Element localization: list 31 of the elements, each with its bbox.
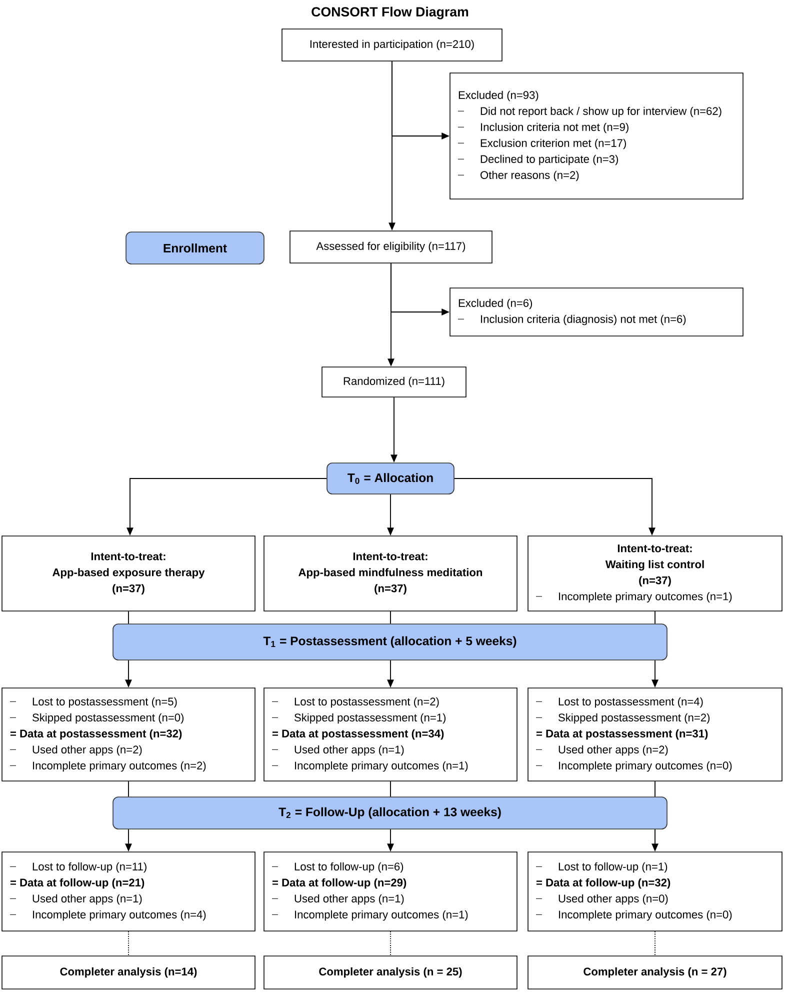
connector-line bbox=[128, 780, 129, 798]
flow-box: Lost to postassessment (n=2) Skipped postassessment (n=1) = Data at postassessment (n=34) Used other apps (n=1) Incomplete primary outcomes (n=1) bbox=[264, 688, 518, 782]
connector-line bbox=[128, 930, 129, 956]
connector-line bbox=[654, 930, 656, 956]
flow-box: Completer analysis (n=14) bbox=[2, 956, 256, 990]
flow-box: Lost to follow-up (n=6) = Data at follow-up (n=29) Used other apps (n=1) Incomplete primary outcomes (n=1) bbox=[264, 852, 518, 932]
flow-box: Assessed for eligibility (n=117) bbox=[290, 230, 492, 264]
flow-box: Randomized (n=111) bbox=[322, 366, 466, 398]
stage-banner: T$_{1}$ = Postassessment (allocation + 5 weeks) bbox=[112, 624, 668, 660]
flow-box: Intent-to-treat: App-based mindfulness meditation (n=37) bbox=[264, 536, 518, 612]
connector-line bbox=[390, 780, 391, 798]
flow-box: Lost to follow-up (n=1) = Data at follow-up (n=32) Used other apps (n=0) Incomplete primary outcomes (n=0) bbox=[528, 852, 782, 932]
flow-box: Lost to follow-up (n=11) = Data at follow-up (n=21) Used other apps (n=1) Incomplete primary outcomes (n=4) bbox=[2, 852, 256, 932]
connector-line bbox=[654, 610, 656, 624]
flow-box: Lost to postassessment (n=4) Skipped postassessment (n=2) = Data at postassessment (n=31) Used other apps (n=2) Incomplete primary outcomes (n=0) bbox=[528, 688, 782, 782]
flow-box: Lost to postassessment (n=5) Skipped postassessment (n=0) = Data at postassessment (n=32) Used other apps (n=2) Incomplete primary outcomes (n=2) bbox=[2, 688, 256, 782]
connector-line bbox=[390, 610, 391, 624]
connector-line bbox=[128, 610, 129, 624]
flow-box: Completer analysis (n = 25) bbox=[264, 956, 518, 990]
flow-box: Intent-to-treat: App-based exposure therapy (n=37) bbox=[2, 536, 256, 612]
title: CONSORT Flow Diagram bbox=[312, 6, 468, 20]
flow-box: Completer analysis (n = 27) bbox=[528, 956, 782, 990]
stage-banner: Enrollment bbox=[126, 232, 264, 264]
flow-box: Intent-to-treat: Waiting list control (n=37) Incomplete primary outcomes (n=1) bbox=[528, 536, 782, 612]
connector-line bbox=[654, 780, 656, 798]
connector-line bbox=[390, 930, 391, 956]
flow-box: Excluded (n=6) Inclusion criteria (diagnosis) not met (n=6) bbox=[450, 288, 744, 336]
flow-box: Excluded (n=93) Did not report back / show up for interview (n=62) Inclusion criteria not met (n=9) Exclusion criterion met (n=17) Declined to participate (n=3) Other reasons (n=2) bbox=[450, 72, 744, 200]
stage-banner: T$_{2}$ = Follow-Up (allocation + 13 weeks) bbox=[112, 796, 668, 830]
flow-box: Interested in participation (n=210) bbox=[282, 28, 502, 62]
stage-banner: T$_{0}$ = Allocation bbox=[326, 462, 454, 494]
